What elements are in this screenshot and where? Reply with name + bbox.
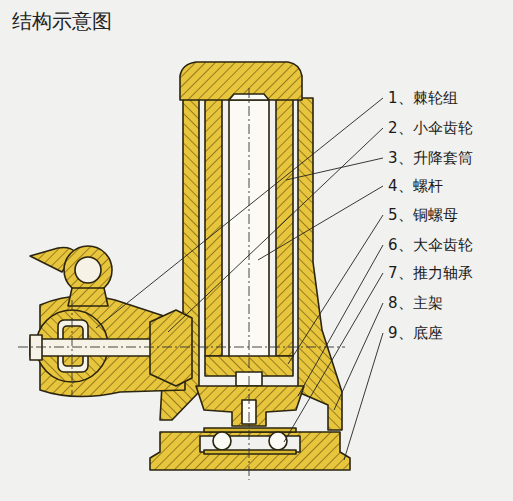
thrust-bearing — [213, 432, 231, 450]
leader-line — [288, 215, 383, 364]
part-label: 2、小伞齿轮 — [388, 119, 473, 138]
part-label: 4、螺杆 — [388, 177, 443, 196]
bearing-race — [204, 428, 296, 432]
handle-socket — [64, 246, 112, 294]
shaft-end — [30, 335, 42, 360]
leader-line — [258, 186, 383, 260]
center-line — [249, 88, 250, 480]
part-label: 8、主架 — [388, 294, 443, 313]
base — [150, 432, 350, 470]
leader-line — [286, 158, 383, 180]
leader-line — [344, 333, 383, 460]
part-label: 6、大伞齿轮 — [388, 236, 473, 255]
center-line — [72, 300, 73, 395]
part-label: 5、铜螺母 — [388, 206, 458, 225]
leader-line — [96, 98, 383, 328]
part-label: 1、棘轮组 — [388, 89, 458, 108]
center-line — [18, 347, 345, 348]
part-label: 7、推力轴承 — [388, 264, 473, 283]
part-label: 9、底座 — [388, 324, 443, 343]
diagram-title: 结构示意图 — [12, 8, 112, 35]
top-cap — [180, 62, 302, 100]
bearing-race — [204, 450, 296, 454]
socket-neck — [68, 288, 108, 306]
lifting-sleeve — [205, 98, 222, 356]
small-bevel-gear — [150, 310, 192, 386]
leader-line — [284, 273, 383, 442]
handle-hole — [75, 257, 101, 283]
big-bevel-gear — [196, 386, 304, 426]
part-label: 3、升降套筒 — [388, 149, 473, 168]
